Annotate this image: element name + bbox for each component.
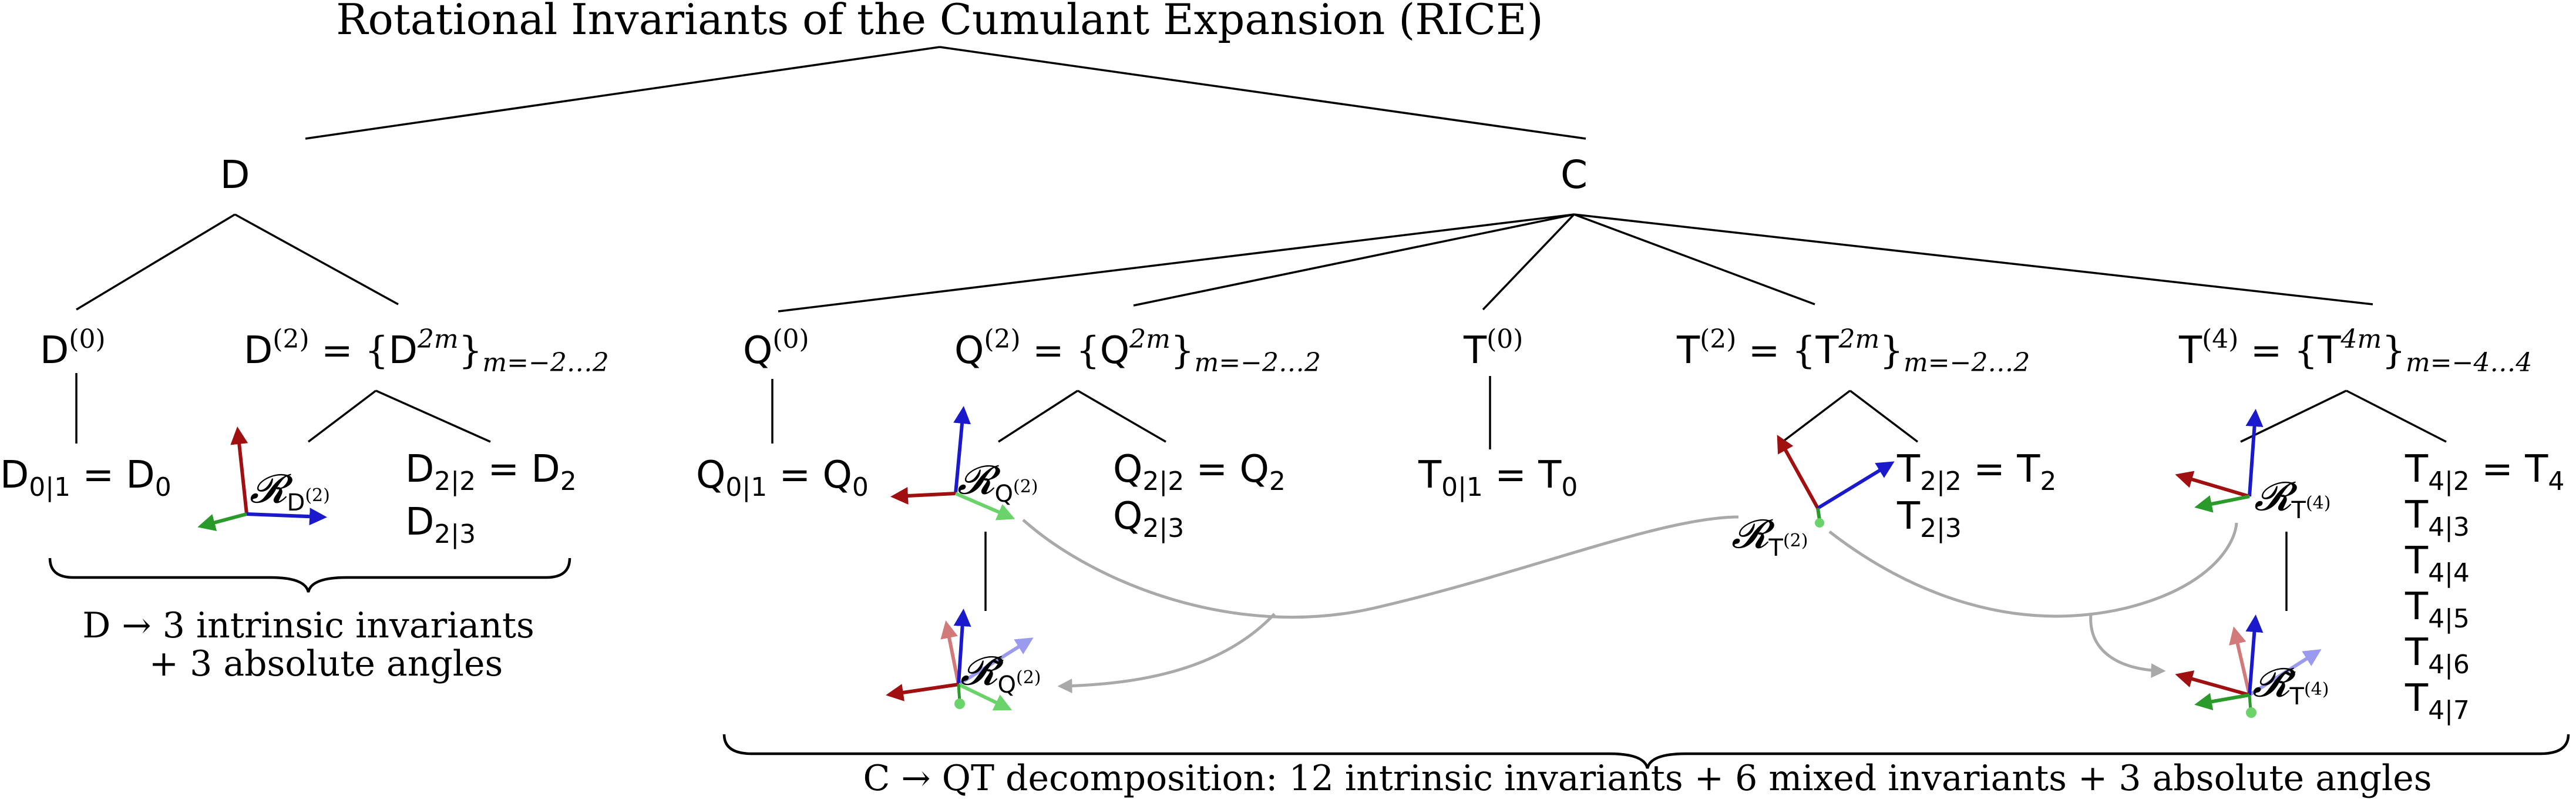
node-Q2: Q(2) = {Q2m}m=−2…2 bbox=[954, 324, 1321, 378]
leaf-T43: T4|3 bbox=[2405, 493, 2470, 542]
leaf-Q23: Q2|3 bbox=[1113, 495, 1184, 543]
edge-D-D2 bbox=[234, 213, 399, 305]
axes-icon-RT2 bbox=[1777, 435, 1895, 528]
edge-root-C bbox=[939, 46, 1586, 140]
edge-C-T4 bbox=[1573, 213, 2373, 305]
leaf-D22: D2|2 = D2 bbox=[405, 448, 577, 496]
leaf-Q01: Q0|1 = Q0 bbox=[696, 454, 869, 502]
rotation-label-RQ2: 𝓡Q(2) bbox=[957, 457, 1038, 508]
arrow-to-RT4t bbox=[2089, 613, 2166, 678]
leaf-T44: T4|4 bbox=[2405, 539, 2470, 588]
diagram-title: Rotational Invariants of the Cumulant Ex… bbox=[336, 0, 1543, 44]
summary-D-line2: + 3 absolute angles bbox=[149, 643, 503, 684]
leaf-T22: T2|2 = T2 bbox=[1896, 448, 2056, 496]
rotation-label-RT4t: 𝓡̃T(4) bbox=[2252, 660, 2329, 710]
leaf-T01: T0|1 = T0 bbox=[1418, 454, 1578, 502]
axes-icon-RQ2 bbox=[890, 406, 1015, 520]
connector-RT2-RT4 bbox=[1828, 522, 2238, 618]
node-T4: T(4) = {T4m}m=−4…4 bbox=[2178, 324, 2532, 378]
leaf-T47: T4|7 bbox=[2405, 677, 2470, 726]
edge-C-T0 bbox=[1482, 213, 1575, 311]
node-T0: T(0) bbox=[1463, 324, 1523, 372]
connector-RQ2-RT2 bbox=[1022, 515, 1739, 619]
axes-icon-RT4 bbox=[2175, 409, 2264, 513]
edge-T4-R bbox=[2240, 389, 2347, 443]
axes-icon-RD2 bbox=[197, 426, 327, 532]
rotation-label-RQ2t: 𝓡̃Q(2) bbox=[960, 648, 1041, 698]
summary-D-line1: D → 3 intrinsic invariants bbox=[82, 605, 534, 646]
axes-icon-RT4t bbox=[2175, 614, 2322, 718]
node-T2: T(2) = {T2m}m=−2…2 bbox=[1676, 324, 2030, 378]
leaf-D01: D0|1 = D0 bbox=[0, 454, 171, 502]
arrow-to-RQ2t bbox=[1057, 613, 1276, 694]
axes-icon-RQ2t bbox=[886, 609, 1034, 711]
leaf-T23: T2|3 bbox=[1896, 495, 1962, 543]
rotation-label-RD2: 𝓡D(2) bbox=[250, 466, 330, 516]
edge-T2-T22 bbox=[1849, 389, 1919, 443]
edge-Q2-R bbox=[998, 389, 1078, 443]
brace-C bbox=[722, 734, 2570, 769]
node-C: C bbox=[1561, 152, 1588, 197]
mixed-connectors bbox=[1022, 515, 2238, 694]
leaf-T42: T4|2 = T4 bbox=[2405, 448, 2564, 496]
edge-Q2-Q22 bbox=[1077, 389, 1166, 443]
edge-D2-D22 bbox=[375, 389, 491, 443]
summary-C: C → QT decomposition: 12 intrinsic invar… bbox=[863, 758, 2432, 799]
edge-C-Q2 bbox=[1133, 213, 1575, 307]
node-D2: D(2) = {D2m}m=−2…2 bbox=[244, 324, 609, 378]
edge-T2-R bbox=[1781, 389, 1851, 443]
node-D0: D(0) bbox=[40, 324, 106, 372]
edge-D2-R bbox=[307, 389, 377, 443]
node-D: D bbox=[220, 152, 250, 197]
edge-T4-T42 bbox=[2346, 389, 2447, 443]
leaf-D23: D2|3 bbox=[405, 501, 476, 549]
leaf-T45: T4|5 bbox=[2405, 585, 2470, 634]
node-Q0: Q(0) bbox=[743, 324, 809, 372]
rotation-label-RT2: 𝓡T(2) bbox=[1731, 511, 1808, 562]
edge-D-D0 bbox=[76, 213, 236, 311]
tree-edges bbox=[75, 46, 2447, 611]
rotation-label-RT4: 𝓡T(4) bbox=[2254, 473, 2330, 524]
brace-D bbox=[48, 558, 571, 593]
edge-C-Q0 bbox=[778, 213, 1575, 313]
edge-root-D bbox=[305, 46, 940, 140]
leaf-T46: T4|6 bbox=[2405, 631, 2470, 680]
edge-C-T2 bbox=[1573, 213, 1815, 305]
leaf-Q22: Q2|2 = Q2 bbox=[1113, 448, 1286, 496]
